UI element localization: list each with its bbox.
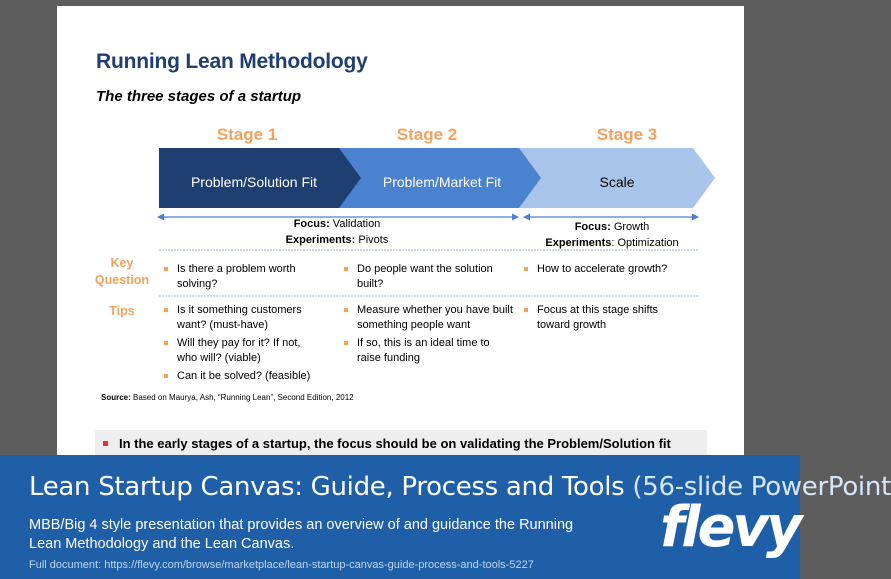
focus-right: Focus: Growth Experiments: Optimization [522,219,702,251]
stage-3-arrow-text: Scale [599,174,635,190]
focus-left-exp-value: Pivots [355,234,389,246]
list-item: Is it something customers want? (must-ha… [163,303,323,332]
stage-2-label: Stage 2 [396,125,458,144]
focus-right-exp-value: : Optimization [611,237,679,249]
stage-2-arrow-text: Problem/Market Fit [382,174,502,190]
callout-box: In the early stages of a startup, the fo… [95,430,707,458]
banner-document-link[interactable]: Full document: https://flevy.com/browse/… [29,559,534,571]
list-item: How to accelerate growth? [523,262,698,277]
tips-row-label: Tips [109,304,135,318]
source-note: Source: Based on Maurya, Ash, “Running L… [101,393,354,402]
callout-bullet-icon [103,441,108,446]
stage-2-arrow [339,148,545,208]
key-question-col2: Do people want the solution built? [343,262,513,295]
focus-left-focus-value: Validation [329,218,381,230]
focus-left: Focus: Validation Experiments: Pivots [237,216,437,248]
source-text: Based on Maurya, Ash, “Running Lean”, Se… [130,393,354,402]
stage-1-arrow [159,148,365,208]
stage-arrows [157,148,715,297]
key-question-col1: Is there a problem worth solving? [163,262,333,295]
source-label: Source: [101,393,131,402]
focus-right-arrowhead-right [692,213,699,221]
stage-1-label: Stage 1 [216,125,278,144]
list-item: Will they pay for it? If not, who will? … [163,336,323,365]
stage-3-arrow [519,148,715,208]
callout-text: In the early stages of a startup, the fo… [119,436,671,451]
slide: Running Lean Methodology The three stage… [57,6,744,458]
banner-title-suffix: (56-slide PowerPoint [624,472,891,502]
stage-3-label: Stage 3 [596,125,658,144]
tips-col3: Focus at this stage shifts toward growth [523,303,683,336]
promo-banner: Lean Startup Canvas: Guide, Process and … [0,455,891,579]
stage-1-arrow-text: Problem/Solution Fit [190,174,318,190]
tips-col1: Is it something customers want? (must-ha… [163,303,323,388]
focus-left-arrowhead-right [512,213,519,221]
key-question-label-line1: Key [110,256,134,270]
banner-title: Lean Startup Canvas: Guide, Process and … [29,472,891,502]
focus-right-focus-value: Growth [610,221,650,233]
list-item: Focus at this stage shifts toward growth [523,303,683,332]
focus-right-focus-label: Focus: [574,221,611,233]
focus-left-arrowhead-left [157,213,164,221]
focus-right-exp-label: Experiments [545,237,612,249]
focus-left-focus-label: Focus: [293,218,330,230]
focus-right-arrowhead-left [523,213,530,221]
key-question-col3: How to accelerate growth? [523,262,698,281]
list-item: Measure whether you have built something… [343,303,513,332]
key-question-row-label: Key Question [77,255,167,289]
focus-left-exp-label: Experiments: [285,234,356,246]
banner-description: MBB/Big 4 style presentation that provid… [29,517,574,552]
tips-col2: Measure whether you have built something… [343,303,513,369]
banner-title-main: Lean Startup Canvas: Guide, Process and … [29,472,625,502]
list-item: Is there a problem worth solving? [163,262,333,291]
list-item: If so, this is an ideal time to raise fu… [343,336,513,365]
list-item: Do people want the solution built? [343,262,513,291]
flevy-logo: flevy [660,495,803,560]
slide-title: Running Lean Methodology [96,50,368,73]
slide-subtitle: The three stages of a startup [96,88,302,105]
key-question-label-line2: Question [94,273,150,287]
list-item: Can it be solved? (feasible) [163,369,323,384]
